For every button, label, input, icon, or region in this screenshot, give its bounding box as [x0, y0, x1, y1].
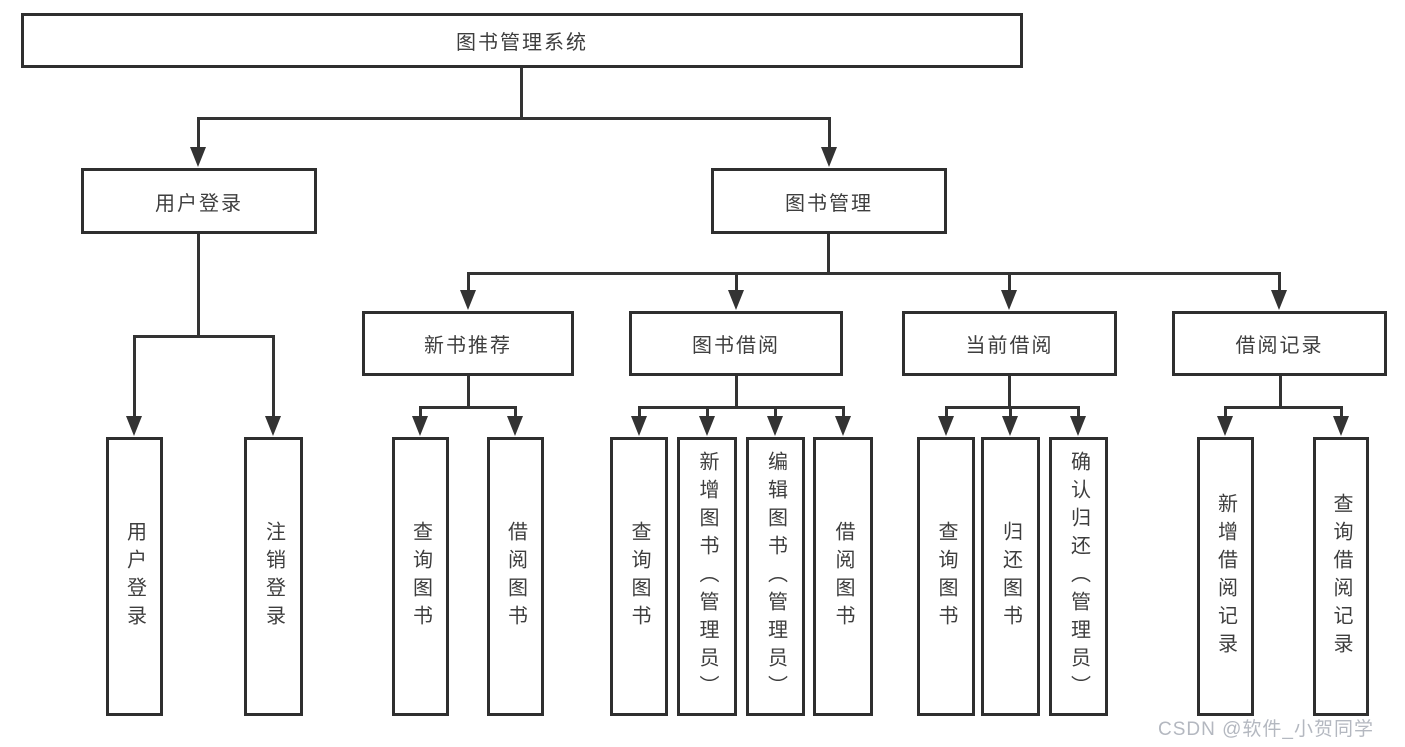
connector-borrow-drop-1 — [638, 406, 641, 420]
arrow-down-icon — [507, 416, 523, 436]
connector-borrow-drop-3 — [774, 406, 777, 420]
csdn-watermark: CSDN @软件_小贺同学 — [1158, 719, 1374, 740]
connector-borrow-drop-4 — [842, 406, 845, 420]
connector-recommend-drop-2 — [514, 406, 517, 420]
connector-borrow-drop-2 — [706, 406, 709, 420]
connector-borrow-branch — [638, 406, 844, 409]
leaf-recommend-query-book: 查询图书 — [392, 437, 449, 716]
arrow-down-icon — [1271, 290, 1287, 310]
leaf-current-return-book: 归还图书 — [981, 437, 1040, 716]
arrow-down-icon — [728, 290, 744, 310]
arrow-down-icon — [265, 416, 281, 436]
connector-recommend-stem — [467, 376, 470, 406]
connector-userlogin-branch — [133, 335, 275, 338]
connector-current-drop-2 — [1009, 406, 1012, 420]
node-book-management: 图书管理 — [711, 168, 947, 234]
node-current-borrow: 当前借阅 — [902, 311, 1117, 376]
arrow-down-icon — [631, 416, 647, 436]
connector-userlogin-stem — [197, 234, 200, 335]
leaf-logout: 注销登录 — [244, 437, 303, 716]
leaf-borrow-edit-book-admin: 编辑图书（管理员） — [746, 437, 805, 716]
node-book-borrow: 图书借阅 — [629, 311, 843, 376]
leaf-records-add-record: 新增借阅记录 — [1197, 437, 1254, 716]
connector-recommend-branch — [419, 406, 517, 409]
connector-bookmgmt-drop-4 — [1278, 272, 1281, 293]
leaf-borrow-borrow-book: 借阅图书 — [813, 437, 873, 716]
arrow-down-icon — [767, 416, 783, 436]
leaf-records-query-record: 查询借阅记录 — [1313, 437, 1369, 716]
node-new-book-recommend: 新书推荐 — [362, 311, 574, 376]
leaf-current-query-book: 查询图书 — [917, 437, 975, 716]
arrow-down-icon — [1002, 416, 1018, 436]
arrow-down-icon — [1333, 416, 1349, 436]
node-root: 图书管理系统 — [21, 13, 1023, 68]
node-user-login: 用户登录 — [81, 168, 317, 234]
connector-current-stem — [1008, 376, 1011, 406]
connector-userlogin-drop-2 — [272, 335, 275, 419]
arrow-down-icon — [190, 147, 206, 167]
leaf-borrow-add-book-admin: 新增图书（管理员） — [677, 437, 737, 716]
arrow-down-icon — [821, 147, 837, 167]
leaf-user-login: 用户登录 — [106, 437, 163, 716]
connector-records-drop-1 — [1224, 406, 1227, 420]
connector-current-drop-3 — [1077, 406, 1080, 420]
arrow-down-icon — [460, 290, 476, 310]
leaf-borrow-query-book: 查询图书 — [610, 437, 668, 716]
connector-root-stem — [520, 68, 523, 117]
leaf-current-confirm-return-admin: 确认归还（管理员） — [1049, 437, 1108, 716]
leaf-recommend-borrow-book: 借阅图书 — [487, 437, 544, 716]
arrow-down-icon — [126, 416, 142, 436]
arrow-down-icon — [1217, 416, 1233, 436]
connector-records-stem — [1279, 376, 1282, 406]
arrow-down-icon — [1001, 290, 1017, 310]
connector-root-right-drop — [828, 117, 831, 151]
connector-root-branch — [198, 117, 831, 120]
connector-current-drop-1 — [945, 406, 948, 420]
node-borrow-records: 借阅记录 — [1172, 311, 1387, 376]
arrow-down-icon — [699, 416, 715, 436]
connector-bookmgmt-stem — [827, 234, 830, 272]
arrow-down-icon — [938, 416, 954, 436]
connector-userlogin-drop-1 — [133, 335, 136, 419]
arrow-down-icon — [1070, 416, 1086, 436]
connector-bookmgmt-drop-2 — [735, 272, 738, 293]
connector-current-branch — [945, 406, 1079, 409]
arrow-down-icon — [412, 416, 428, 436]
connector-bookmgmt-branch — [467, 272, 1281, 275]
connector-records-drop-2 — [1340, 406, 1343, 420]
connector-bookmgmt-drop-3 — [1008, 272, 1011, 293]
connector-bookmgmt-drop-1 — [467, 272, 470, 293]
arrow-down-icon — [835, 416, 851, 436]
connector-root-left-drop — [197, 117, 200, 151]
connector-recommend-drop-1 — [419, 406, 422, 420]
connector-records-branch — [1224, 406, 1342, 409]
connector-borrow-stem — [735, 376, 738, 406]
